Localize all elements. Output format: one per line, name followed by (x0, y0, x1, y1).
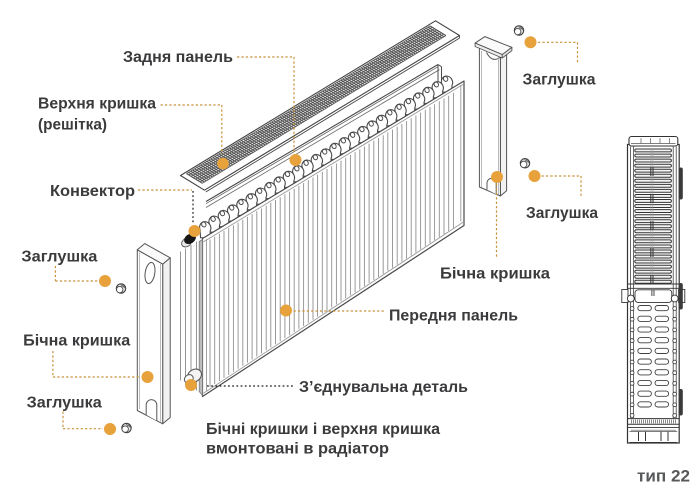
svg-text:Заглушка: Заглушка (21, 249, 97, 266)
svg-text:Передня панель: Передня панель (389, 308, 518, 325)
svg-text:Верхня кришка: Верхня кришка (38, 96, 156, 113)
svg-text:Заглушка: Заглушка (523, 72, 596, 89)
svg-text:тип 22: тип 22 (637, 467, 690, 486)
svg-text:З’єднувальна деталь: З’єднувальна деталь (299, 379, 468, 396)
svg-text:Задня панель: Задня панель (123, 49, 233, 66)
svg-text:вмонтовані в радіатор: вмонтовані в радіатор (206, 441, 389, 458)
svg-text:(решітка): (решітка) (38, 117, 107, 134)
svg-text:Заглушка: Заглушка (27, 395, 102, 412)
svg-text:Заглушка: Заглушка (526, 205, 598, 222)
svg-text:Бічна кришка: Бічна кришка (440, 266, 550, 283)
svg-text:Бічна кришка: Бічна кришка (23, 333, 130, 350)
svg-text:Конвектор: Конвектор (50, 183, 135, 200)
svg-text:Бічні кришки і верхня кришка: Бічні кришки і верхня кришка (206, 421, 440, 438)
